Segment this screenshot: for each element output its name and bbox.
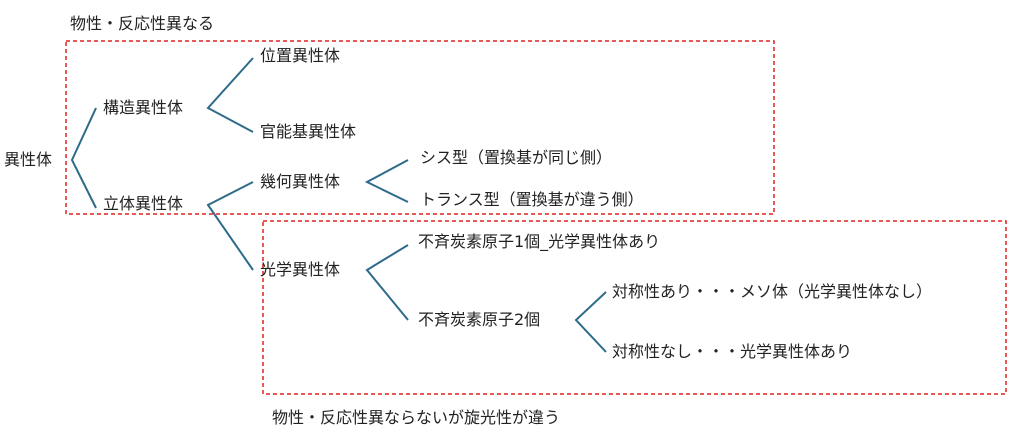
node-geometric-isomer: 幾何異性体 <box>260 172 341 191</box>
branch-geometric <box>364 159 409 203</box>
node-asymmetric: 対称性なし・・・光学異性体あり <box>612 342 853 361</box>
branch-optical <box>365 244 409 321</box>
node-cis: シス型（置換基が同じ側） <box>420 148 613 167</box>
node-symmetric-meso: 対称性あり・・・メソ体（光学異性体なし） <box>612 282 933 301</box>
branch-structural <box>206 57 254 133</box>
bottom-group-box <box>262 220 1007 395</box>
node-isomer: 異性体 <box>4 150 53 169</box>
branch-stereo <box>206 181 254 271</box>
branch-two-carbon <box>574 291 607 353</box>
bottom-box-annotation: 物性・反応性異ならないが旋光性が違う <box>272 408 561 427</box>
node-functional-group-isomer: 官能基異性体 <box>260 122 357 141</box>
node-structural-isomer: 構造異性体 <box>103 98 184 117</box>
node-positional-isomer: 位置異性体 <box>260 46 341 65</box>
node-one-chiral-carbon: 不斉炭素原子1個_光学異性体あり <box>418 232 661 251</box>
top-group-box <box>65 40 775 215</box>
node-stereoisomer: 立体異性体 <box>103 194 184 213</box>
node-two-chiral-carbons: 不斉炭素原子2個 <box>418 310 541 329</box>
node-optical-isomer: 光学異性体 <box>260 260 341 279</box>
node-trans: トランス型（置換基が違う側） <box>420 190 644 209</box>
top-box-annotation: 物性・反応性異なる <box>70 14 215 33</box>
branch-root <box>70 107 97 209</box>
